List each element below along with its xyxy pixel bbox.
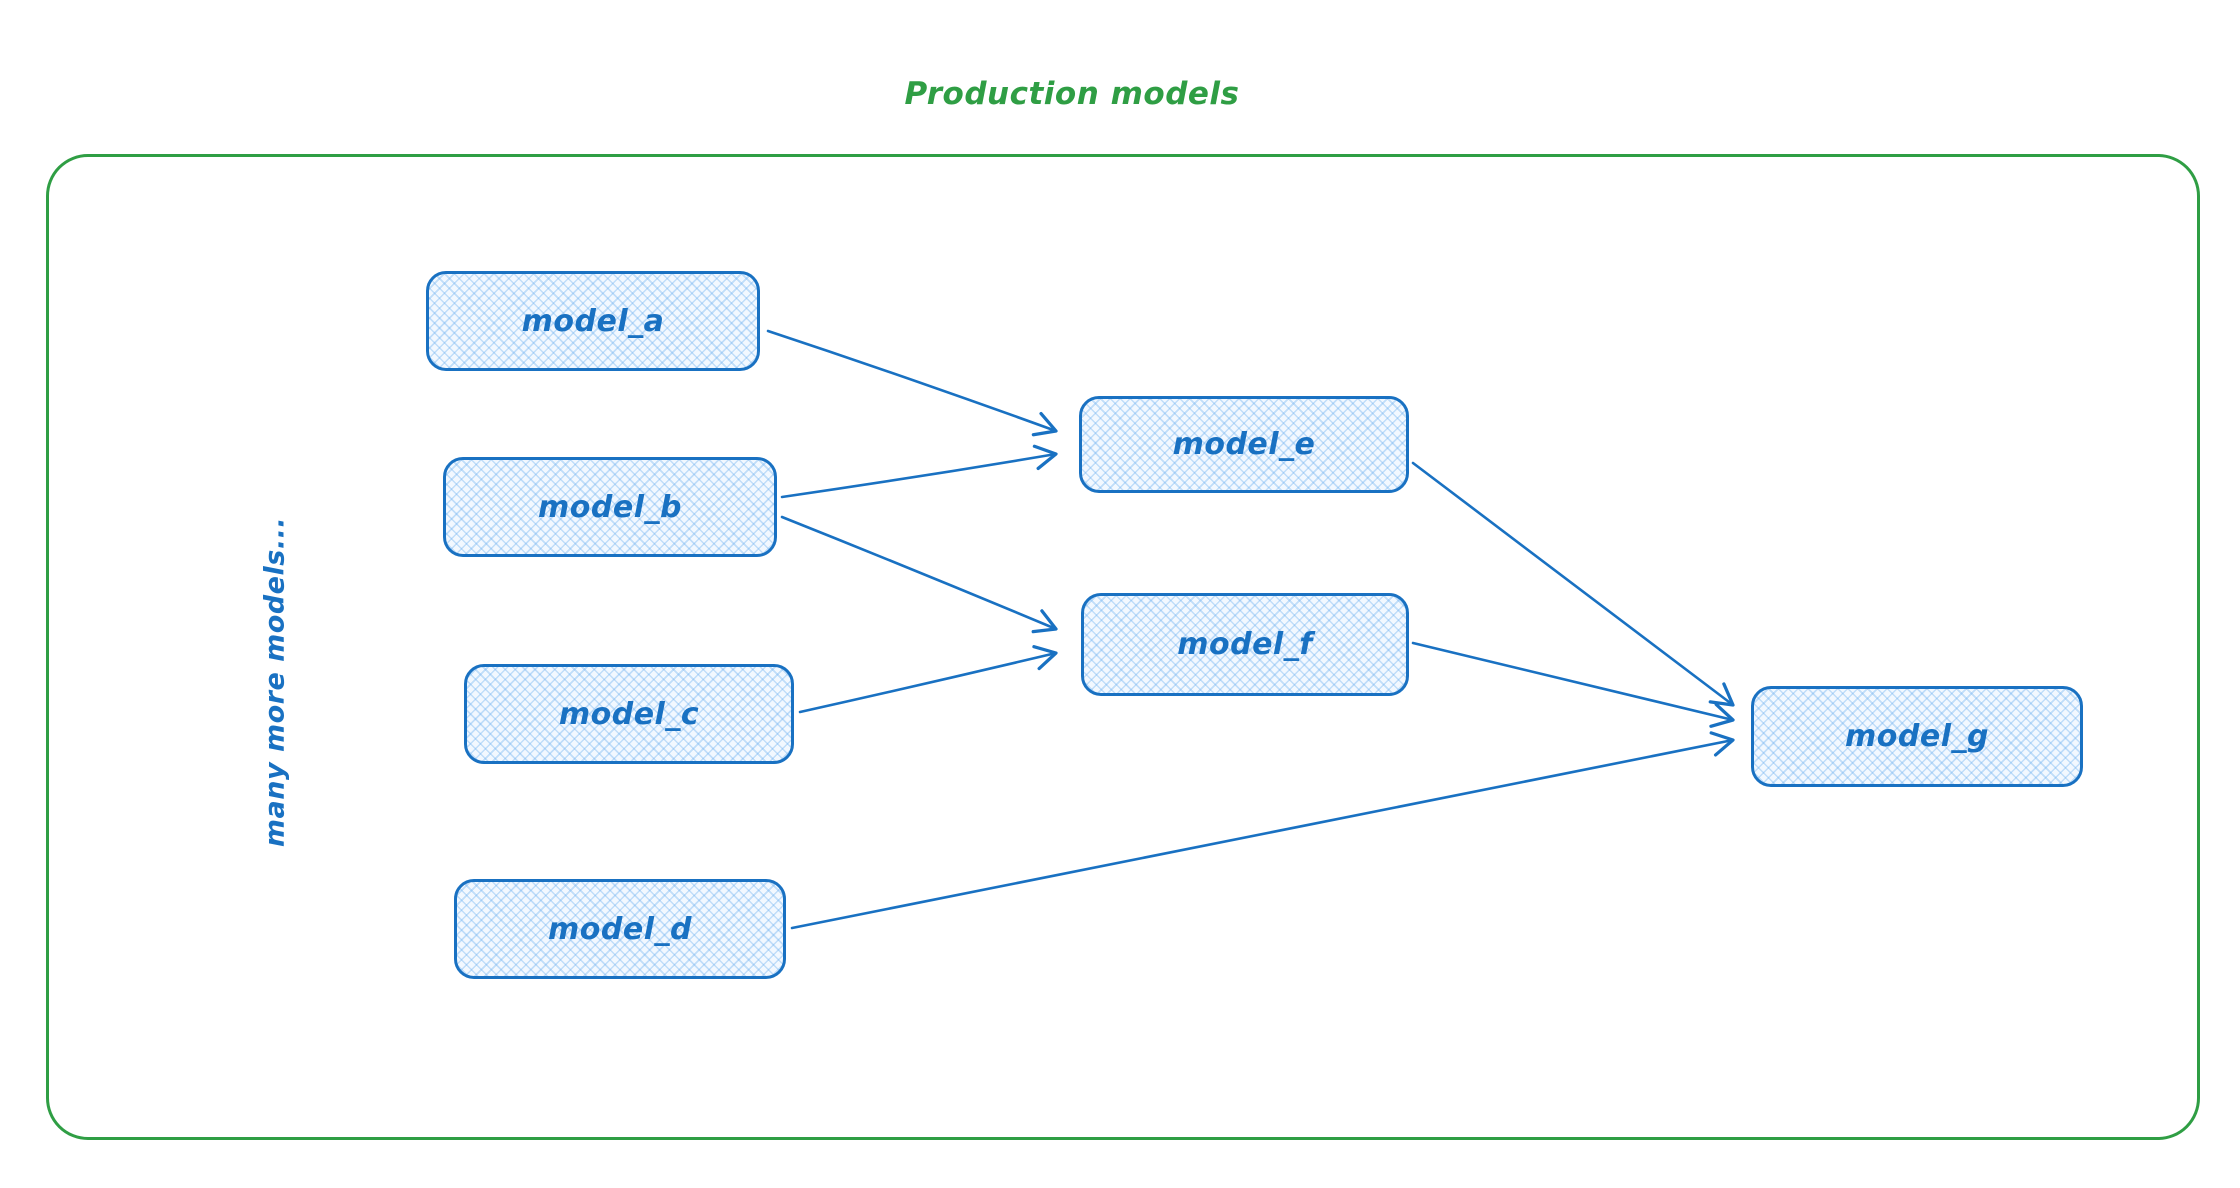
node-model_b: model_b	[443, 457, 777, 557]
node-model_e-label: model_e	[1172, 427, 1316, 462]
node-model_g-label: model_g	[1845, 719, 1989, 754]
node-model_c-label: model_c	[558, 696, 700, 732]
node-model_g: model_g	[1751, 686, 2083, 787]
node-model_d-label: model_d	[548, 911, 692, 947]
node-model_a: model_a	[426, 271, 760, 371]
node-model_f: model_f	[1081, 593, 1409, 696]
node-model_a-label: model_a	[521, 303, 665, 339]
diagram-title: Production models	[904, 76, 1240, 112]
production-models-frame	[46, 154, 2200, 1140]
node-model_d: model_d	[454, 879, 786, 979]
node-model_c: model_c	[464, 664, 794, 764]
many-more-models-label: many more models...	[259, 516, 291, 848]
node-model_b-label: model_b	[538, 489, 682, 525]
node-model_f-label: model_f	[1177, 627, 1313, 662]
node-model_e: model_e	[1079, 396, 1409, 493]
